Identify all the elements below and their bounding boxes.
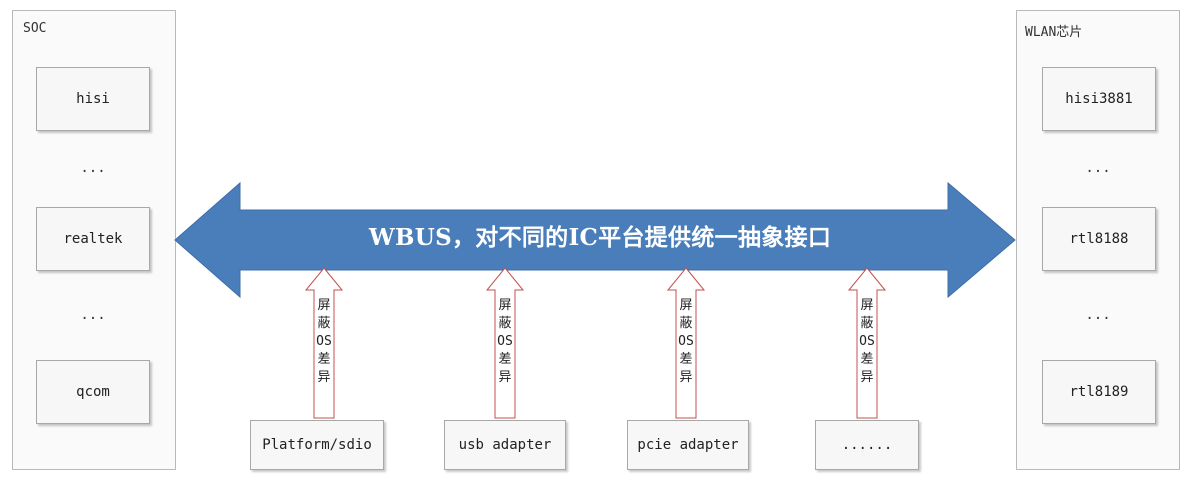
- wlan-item-rtl8188: rtl8188: [1042, 207, 1156, 271]
- up-arrow-more: [847, 267, 887, 419]
- soc-item-realtek: realtek: [36, 207, 150, 271]
- up-arrow-usb: [485, 267, 525, 419]
- wlan-panel-title: WLAN芯片: [1025, 25, 1083, 40]
- soc-item-qcom: qcom: [36, 360, 150, 424]
- arrow-label-platform: 屏蔽OS差异: [316, 298, 332, 385]
- adapter-platform-sdio: Platform/sdio: [250, 420, 384, 470]
- arrow-label-more: 屏蔽OS差异: [859, 298, 875, 385]
- wlan-ellipsis-2: ...: [1085, 307, 1111, 323]
- wlan-item-rtl8189: rtl8189: [1042, 360, 1156, 424]
- soc-ellipsis-1: ...: [80, 160, 106, 176]
- up-arrow-platform: [304, 267, 344, 419]
- wlan-ellipsis-1: ...: [1085, 160, 1111, 176]
- wbus-double-arrow: [174, 181, 1016, 299]
- adapter-pcie: pcie adapter: [627, 420, 749, 470]
- wlan-item-hisi3881: hisi3881: [1042, 67, 1156, 131]
- soc-item-hisi: hisi: [36, 67, 150, 131]
- adapter-usb: usb adapter: [444, 420, 566, 470]
- wbus-label: WBUS，对不同的IC平台提供统一抽象接口: [368, 224, 832, 251]
- adapter-more: ......: [815, 420, 919, 470]
- arrow-label-pcie: 屏蔽OS差异: [678, 298, 694, 385]
- up-arrow-pcie: [666, 267, 706, 419]
- soc-panel-title: SOC: [23, 21, 47, 36]
- arrow-label-usb: 屏蔽OS差异: [497, 298, 513, 385]
- soc-ellipsis-2: ...: [80, 307, 106, 323]
